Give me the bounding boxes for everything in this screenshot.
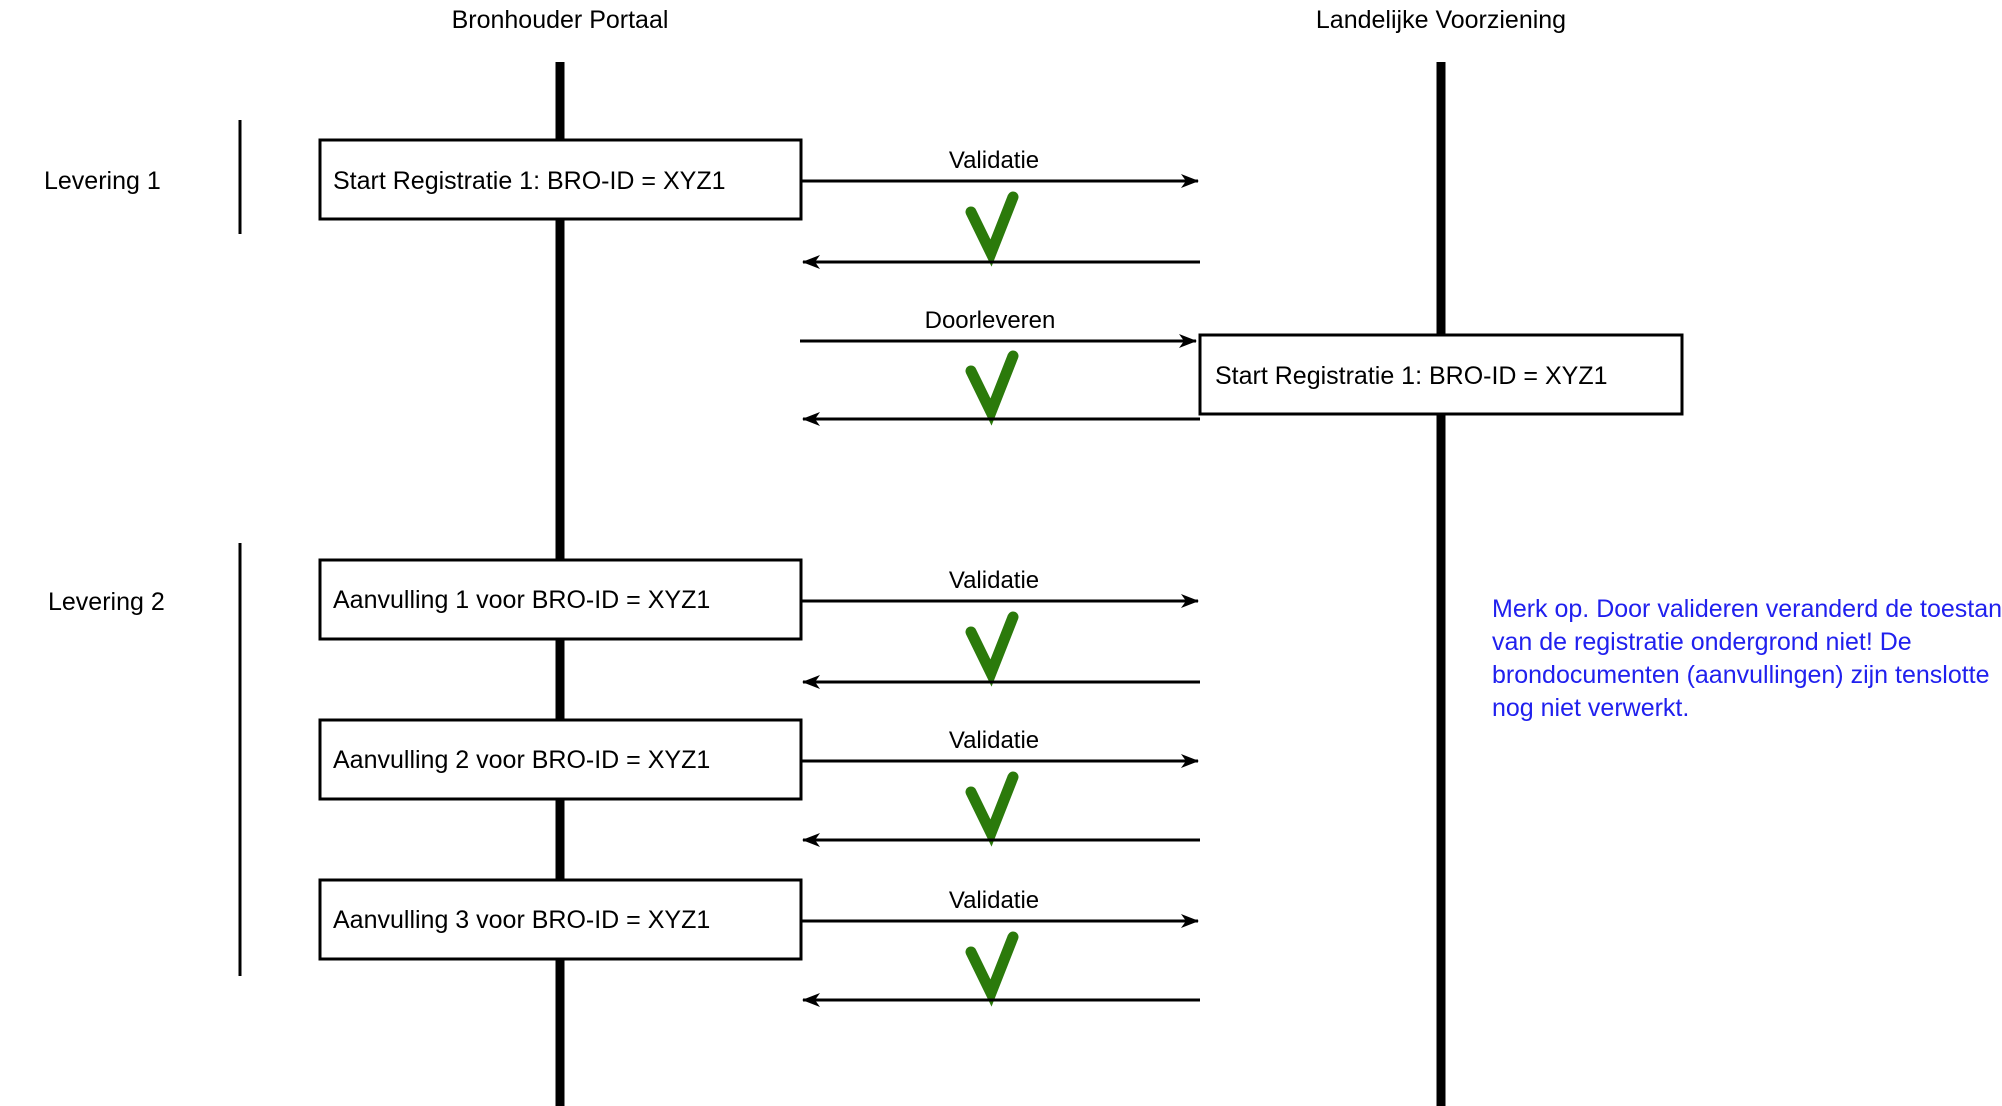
message-label-validatie-3: Validatie	[949, 727, 1039, 754]
check-mark-icon	[965, 931, 1019, 1007]
check-mark-icon	[965, 191, 1019, 267]
message-label-doorleveren: Doorleveren	[925, 307, 1056, 334]
check-mark-icon	[965, 771, 1019, 847]
activation-box-label-start-registratie-left: Start Registratie 1: BRO-ID = XYZ1	[333, 167, 726, 195]
group-label-levering-1: Levering 1	[44, 167, 161, 195]
note-line-1: Merk op. Door valideren veranderd de toe…	[1492, 595, 2002, 623]
note-line-4: nog niet verwerkt.	[1492, 694, 1689, 722]
activation-box-start-registratie-left[interactable]	[318, 138, 803, 221]
message-label-validatie-1: Validatie	[949, 147, 1039, 174]
activation-box-label-aanvulling-2: Aanvulling 2 voor BRO-ID = XYZ1	[333, 746, 710, 774]
activation-box-aanvulling-3[interactable]	[318, 878, 803, 961]
lifeline-title-landelijke-voorziening: Landelijke Voorziening	[1316, 6, 1566, 34]
activation-box-start-registratie-right[interactable]	[1198, 333, 1684, 416]
message-label-validatie-4: Validatie	[949, 887, 1039, 914]
check-mark-icon	[965, 611, 1019, 687]
activation-box-label-start-registratie-right: Start Registratie 1: BRO-ID = XYZ1	[1215, 362, 1608, 390]
activation-box-label-aanvulling-1: Aanvulling 1 voor BRO-ID = XYZ1	[333, 586, 710, 614]
note-line-2: van de registratie ondergrond niet! De	[1492, 628, 1912, 656]
group-label-levering-2: Levering 2	[48, 588, 165, 616]
activation-box-label-aanvulling-3: Aanvulling 3 voor BRO-ID = XYZ1	[333, 906, 710, 934]
message-label-validatie-2: Validatie	[949, 567, 1039, 594]
lifeline-title-bronhouder-portaal: Bronhouder Portaal	[452, 6, 669, 34]
note-line-3: brondocumenten (aanvullingen) zijn tensl…	[1492, 661, 1990, 689]
activation-box-aanvulling-2[interactable]	[318, 718, 803, 801]
check-mark-icon	[965, 350, 1019, 426]
